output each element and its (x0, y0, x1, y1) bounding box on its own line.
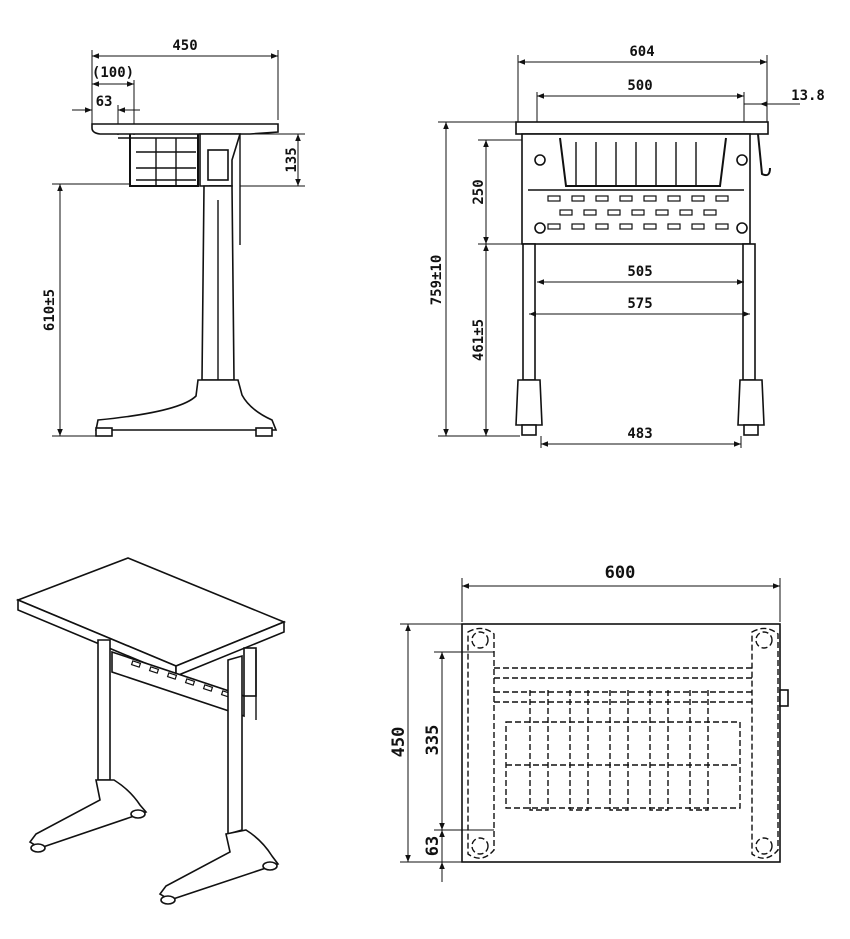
top-dim-width: 600 (605, 563, 636, 583)
side-dim-height: 610±5 (42, 289, 58, 331)
front-rack-bars (575, 142, 697, 186)
front-view: 604 500 13.8 (429, 44, 825, 448)
top-view: 600 450 335 (389, 563, 789, 882)
top-dim-depth: 450 (389, 727, 409, 758)
side-dim-rack: 135 (284, 147, 300, 172)
top-dim-rack-d: 335 (423, 725, 443, 756)
front-dim-bar-inner: 505 (627, 264, 652, 280)
front-dim-leg-h: 461±5 (471, 319, 487, 361)
side-dim-depth: 450 (172, 38, 197, 54)
front-dim-total-h: 759±10 (429, 255, 445, 306)
front-dim-foot: 483 (627, 426, 652, 442)
side-dim-offset: (100) (92, 65, 134, 81)
side-dim-small: 63 (96, 94, 113, 110)
front-dim-bar-outer: 575 (627, 296, 652, 312)
side-view: 450 (100) 63 135 (42, 38, 305, 437)
front-slot-rows (547, 195, 729, 230)
top-dim-edge: 63 (423, 836, 443, 856)
isometric-view (15, 557, 287, 905)
front-dim-inner: 500 (627, 78, 652, 94)
top-rack-bars (529, 690, 709, 811)
front-dim-rack-h: 250 (471, 179, 487, 204)
front-dim-hook: 13.8 (791, 88, 825, 104)
front-dim-width: 604 (629, 44, 654, 60)
